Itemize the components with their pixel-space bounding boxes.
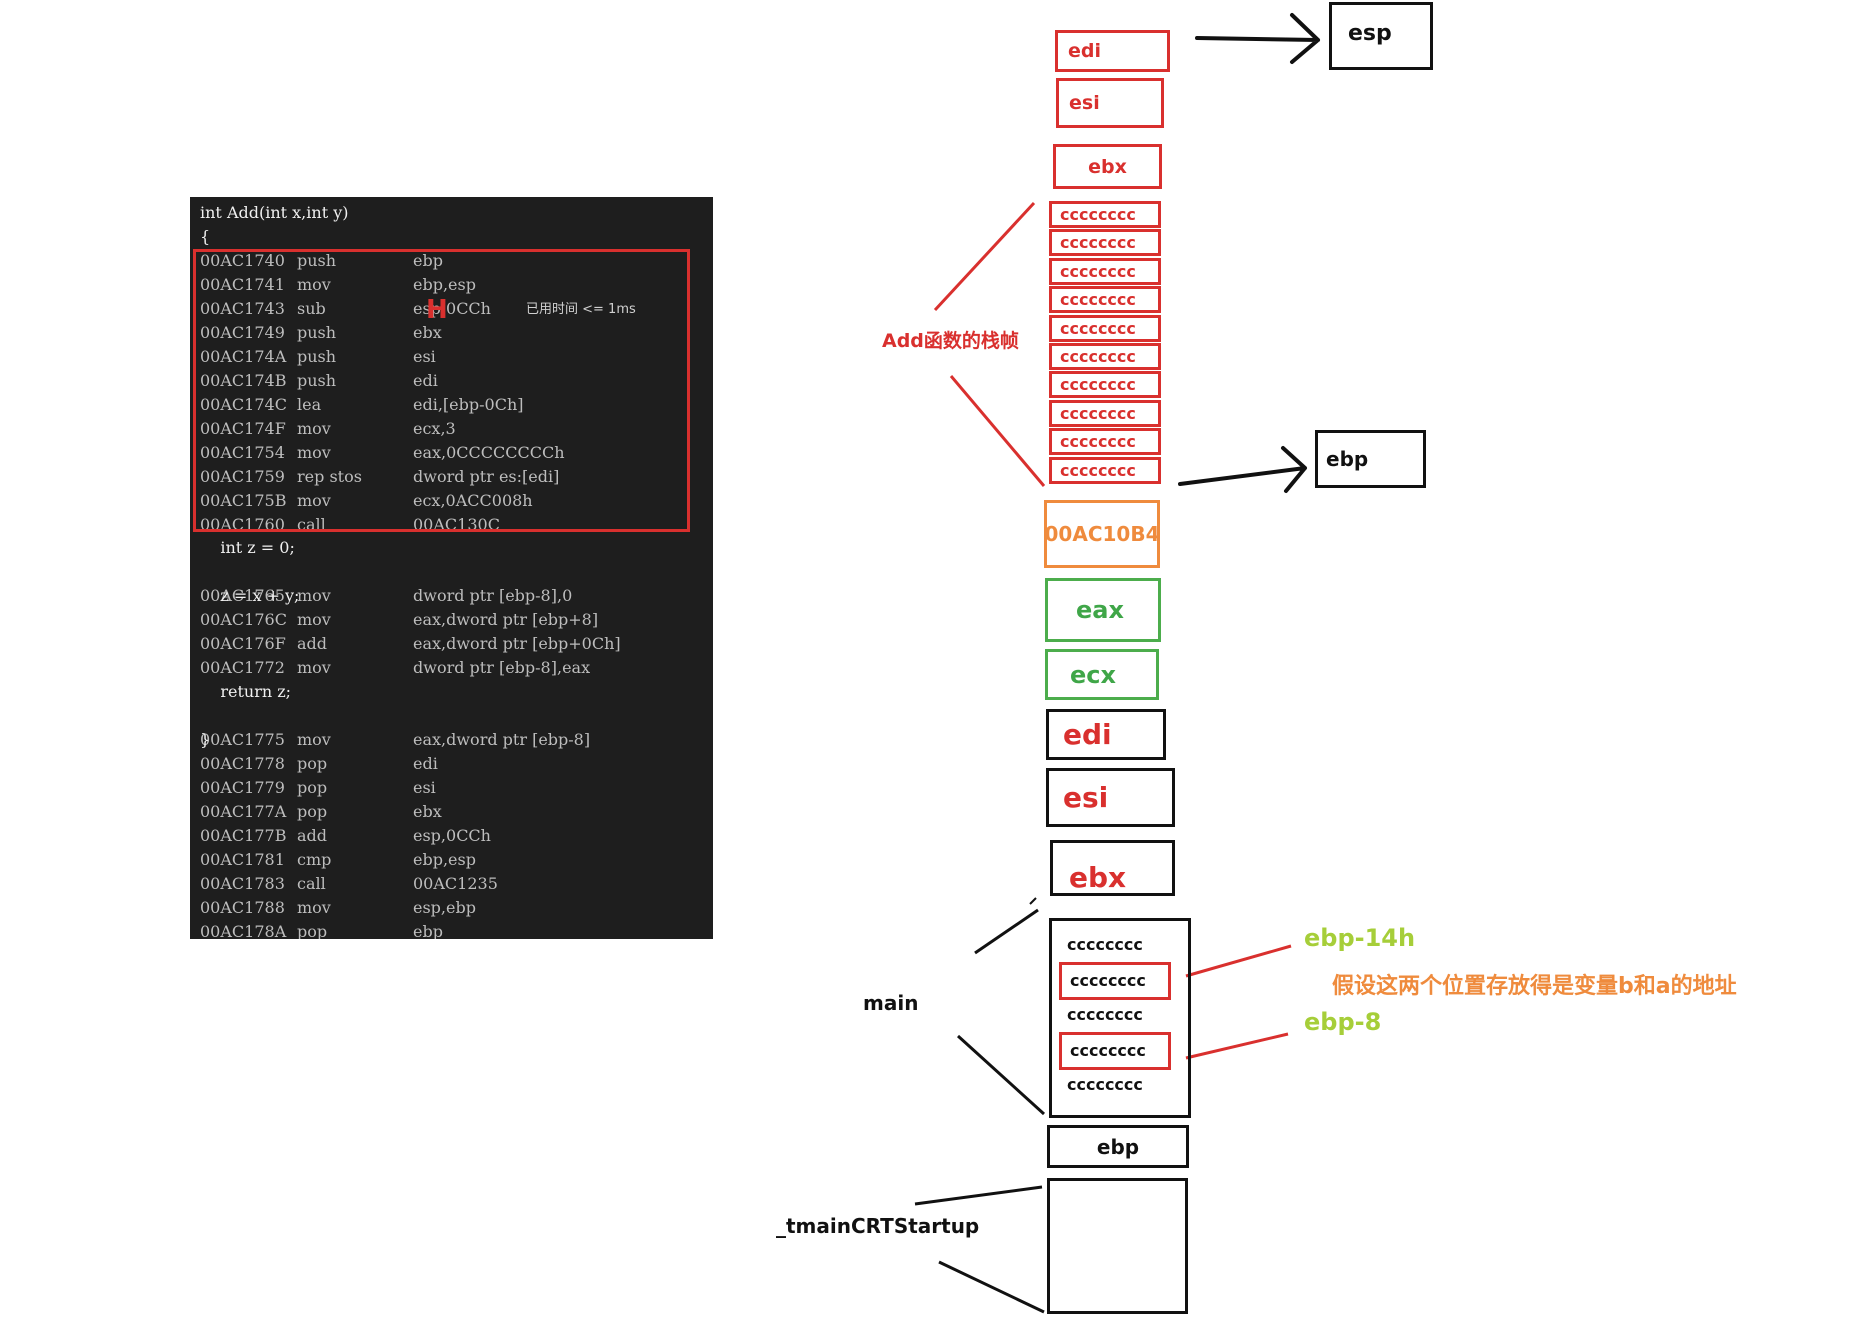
main-frame-label: main (863, 991, 919, 1015)
ebp-8-label: ebp-8 (1304, 1008, 1382, 1036)
stack-slot-add-local: cccccccc (1049, 314, 1161, 342)
stack-slot-add-local: cccccccc (1049, 428, 1161, 456)
main-upper-line (974, 908, 1039, 955)
stack-slot-arg-eax: eax (1045, 578, 1161, 642)
stack-slot-main-esi: esi (1046, 768, 1175, 827)
stack-slot-add-local: cccccccc (1049, 456, 1161, 484)
esp-arrow (1195, 13, 1320, 64)
stack-frame-tmain (1047, 1178, 1188, 1314)
text-cursor-marker: H (426, 295, 448, 325)
ebp-14h-line (1185, 944, 1292, 978)
stack-slot-main-edi: edi (1046, 709, 1166, 760)
main-local-slot-ebp-14h: cccccccc (1059, 962, 1171, 1000)
ebp-14h-label: ebp-14h (1304, 924, 1416, 952)
ebp-8-line (1185, 1032, 1289, 1060)
source-line-z-sum: z = x + y; (200, 586, 300, 605)
stack-slot-add-local: cccccccc (1049, 229, 1161, 257)
open-brace: { (200, 227, 211, 246)
main-local-slot-ebp-8: cccccccc (1059, 1032, 1171, 1070)
tmain-upper-line (914, 1185, 1043, 1206)
main-lower-line (956, 1034, 1046, 1116)
stack-slot-main-ebx: ebx (1050, 840, 1175, 896)
stack-slot-add-ebx: ebx (1053, 144, 1162, 189)
ebp-register-box: ebp (1315, 430, 1426, 488)
stack-slot-add-local: cccccccc (1049, 201, 1161, 228)
main-local-slot: cccccccc (1067, 1075, 1143, 1094)
stack-slot-add-edi: edi (1055, 30, 1170, 72)
add-frame-label: Add函数的栈帧 (882, 330, 1019, 352)
main-locals-frame (1049, 918, 1191, 1118)
address-note: 假设这两个位置存放得是变量b和a的地址 (1332, 974, 1737, 999)
main-local-slot: cccccccc (1067, 1005, 1143, 1024)
stack-slot-add-local: cccccccc (1049, 343, 1161, 370)
timing-note: 已用时间 <= 1ms (526, 302, 636, 317)
add-frame-lower-line (949, 375, 1046, 487)
stack-slot-main-ebp: ebp (1047, 1125, 1189, 1168)
main-local-slot: cccccccc (1067, 935, 1143, 954)
close-brace: } (200, 730, 211, 749)
ebp-arrow (1178, 446, 1307, 493)
stack-slot-add-local: cccccccc (1049, 371, 1161, 399)
stack-slot-add-local: cccccccc (1049, 399, 1161, 427)
source-line-z-decl: int z = 0; (200, 538, 295, 557)
esp-register-box: esp (1329, 2, 1433, 70)
prologue-highlight-box (193, 249, 690, 532)
stack-slot-add-esi: esi (1056, 78, 1164, 128)
add-frame-upper-line (933, 201, 1036, 312)
stack-slot-arg-ecx: ecx (1045, 649, 1159, 700)
function-signature: int Add(int x,int y) (200, 203, 349, 222)
stack-slot-return-address: 00AC10B4 (1044, 500, 1160, 568)
tmain-frame-label: _tmainCRTStartup (776, 1214, 980, 1238)
tmain-lower-line (938, 1260, 1045, 1314)
source-line-return: return z; (200, 682, 292, 701)
stack-slot-add-local: cccccccc (1049, 257, 1161, 285)
main-upper-tick (1029, 897, 1037, 905)
stack-slot-add-local: cccccccc (1049, 286, 1161, 314)
